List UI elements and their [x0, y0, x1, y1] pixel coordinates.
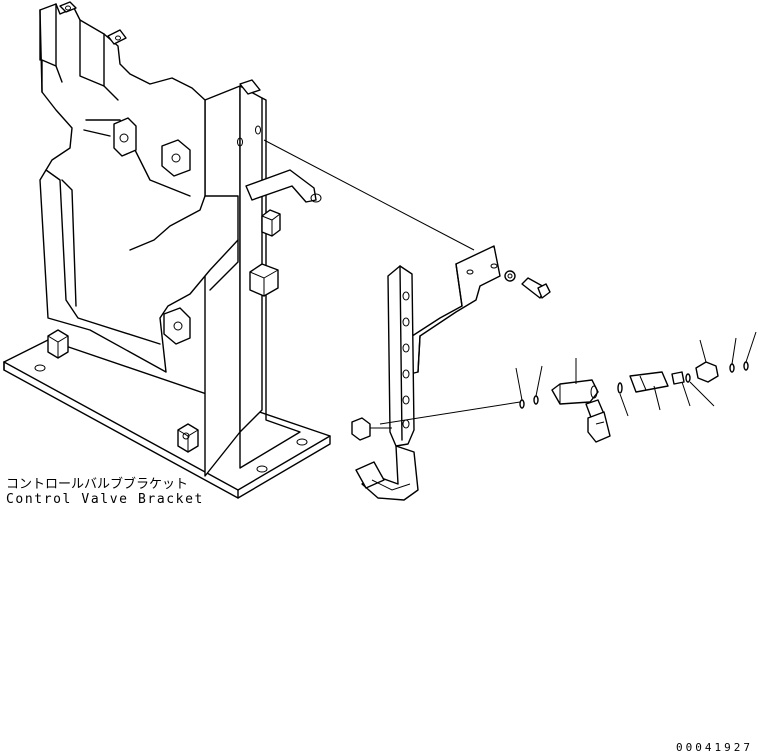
control-valve-bracket [3, 1, 331, 499]
vertical-strap-plate [355, 265, 419, 501]
drawing-number: 00041927 [676, 741, 753, 754]
part-name-japanese: コントロールバルブブラケット [6, 477, 189, 492]
bracket-side-face [239, 85, 263, 433]
bracket-back-plate [39, 3, 239, 373]
spacer-blocks [249, 209, 281, 297]
bolt-with-washer [504, 270, 551, 299]
bent-plate-bracket [401, 245, 501, 377]
valve-fittings [515, 331, 757, 443]
bracket-front-face [204, 85, 241, 477]
hex-bolt [351, 401, 521, 441]
part-name-english: Control Valve Bracket [6, 492, 204, 507]
clip-bracket [245, 169, 322, 203]
